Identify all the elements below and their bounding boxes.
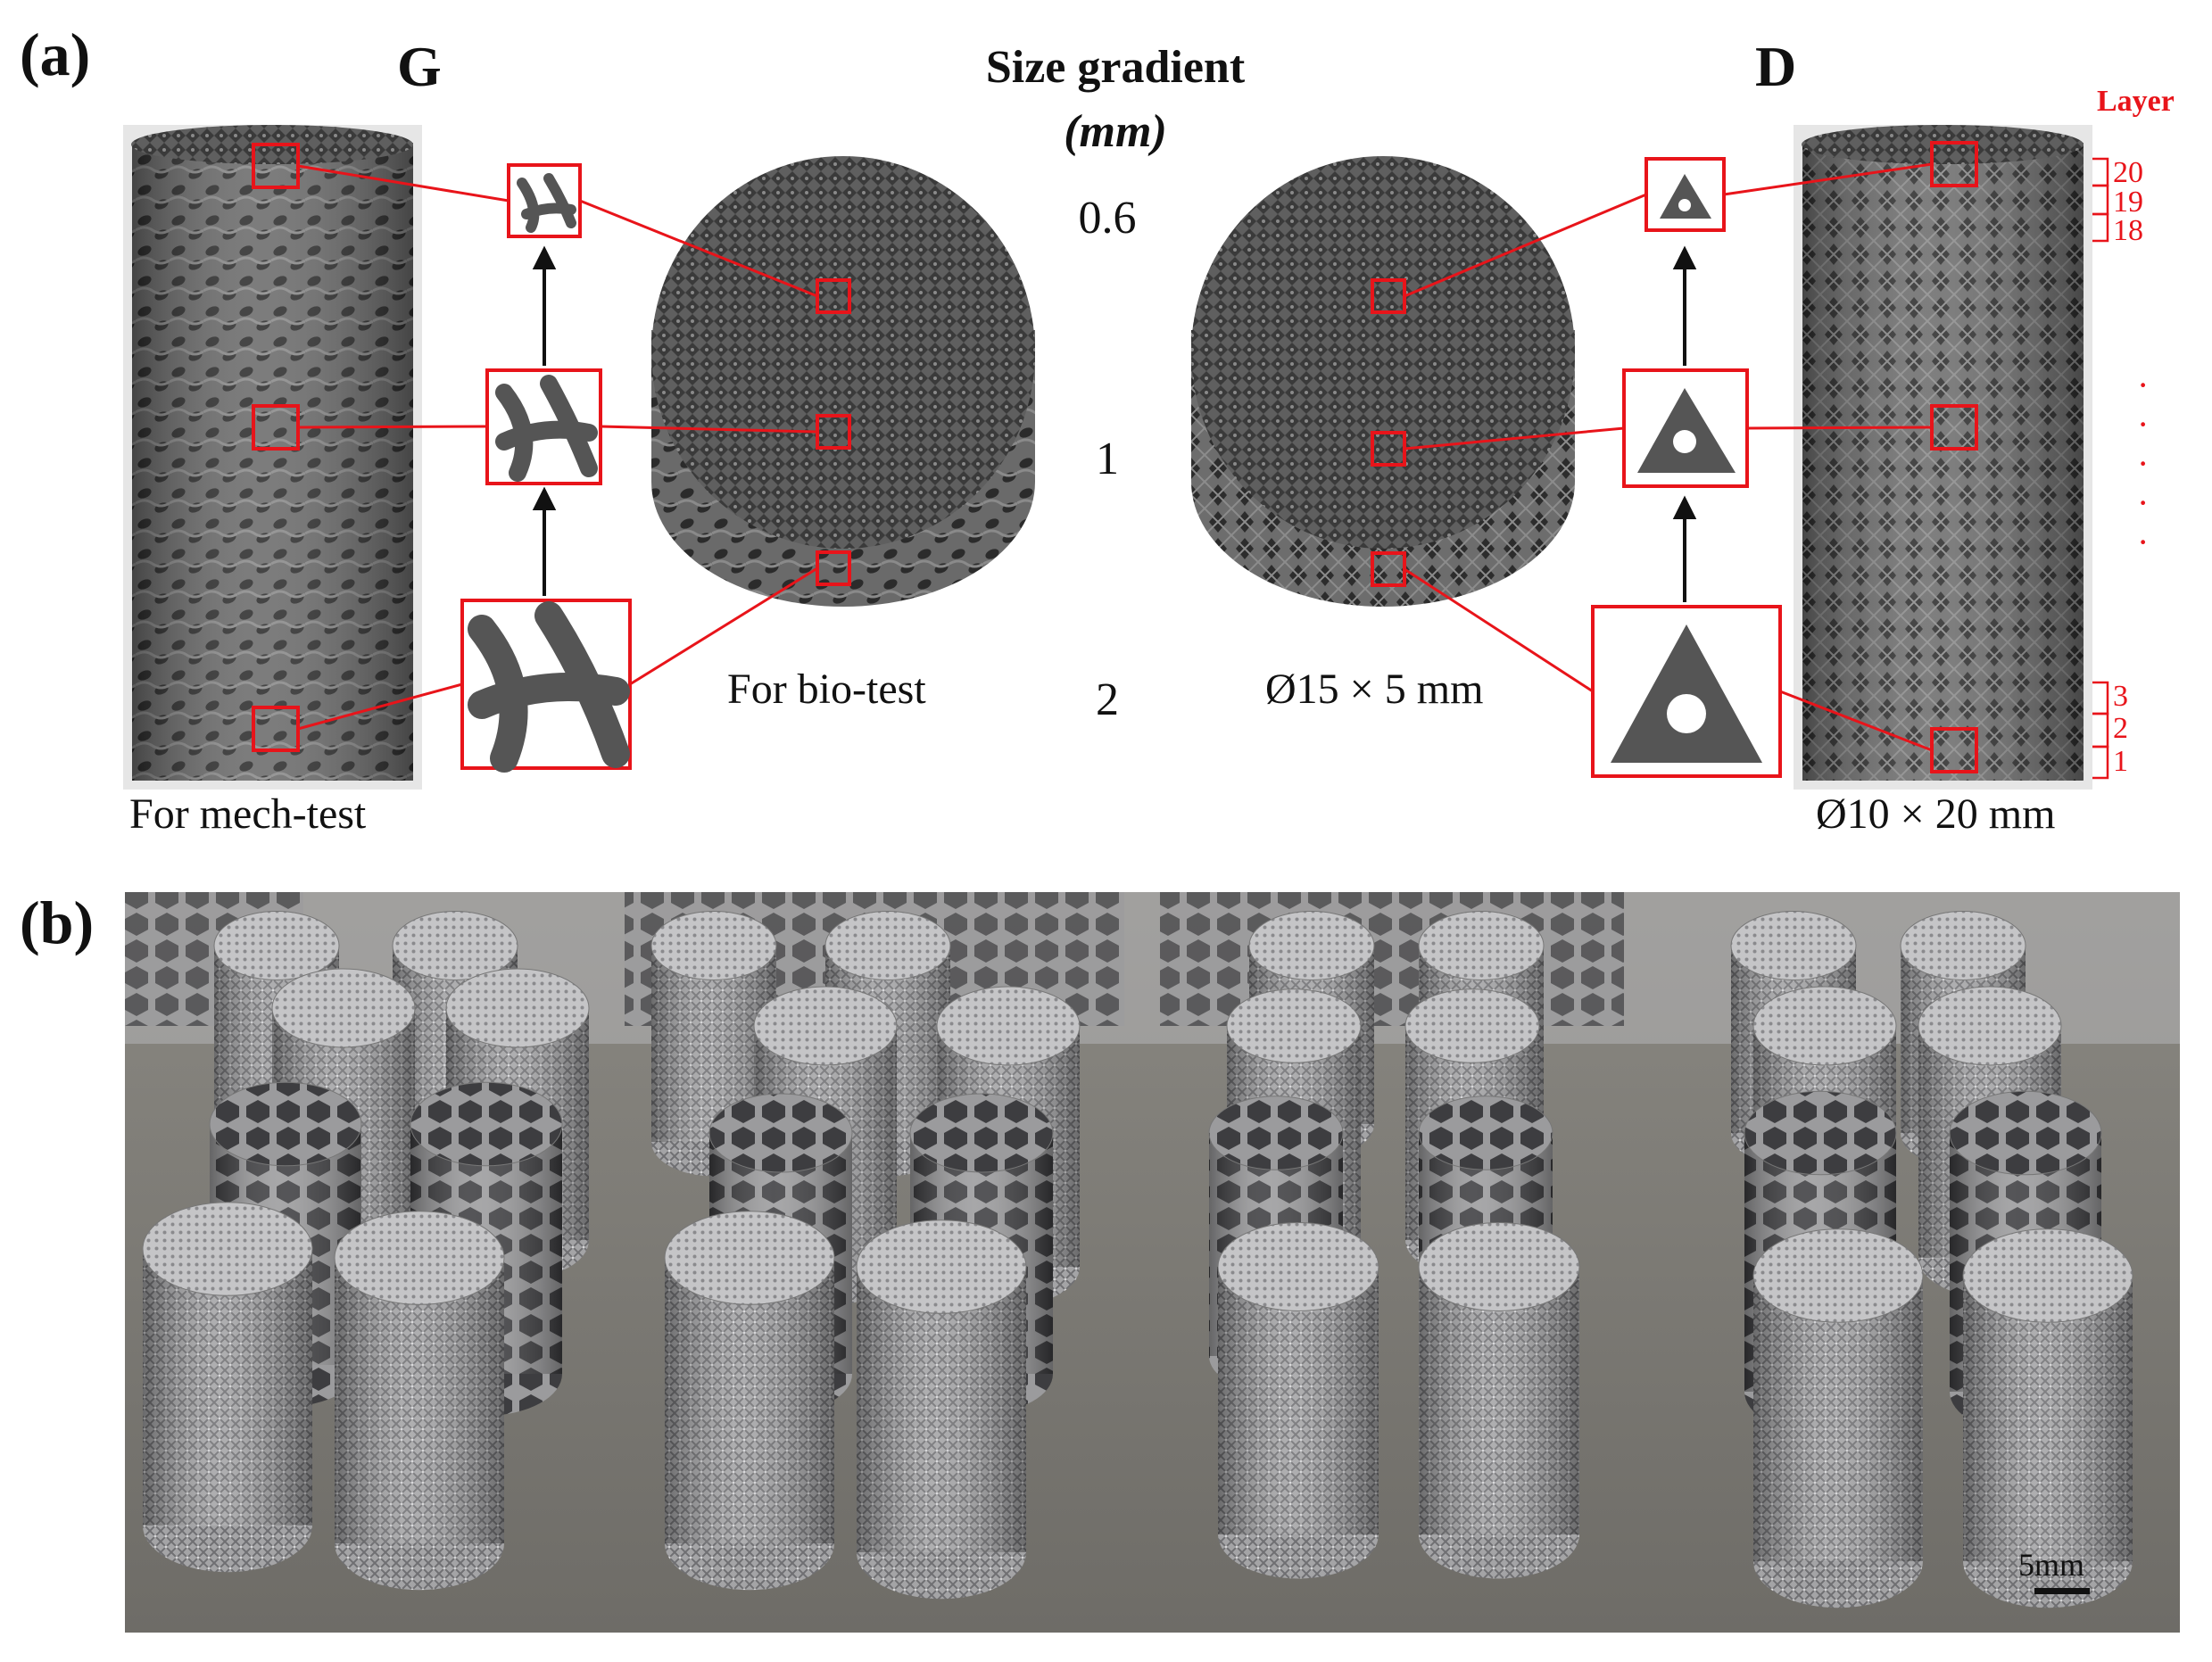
layer-19: 19: [2113, 186, 2143, 219]
size-value-middle: 1: [1096, 434, 1119, 484]
diamond-unit-cells: [1591, 157, 1782, 778]
gyroid-cylinder-model: [123, 125, 422, 790]
diamond-disk-model: [1191, 156, 1575, 607]
gyroid-disk-model: [651, 156, 1035, 607]
size-value-top: 0.6: [1078, 193, 1137, 244]
scale-bar: [2034, 1588, 2090, 1594]
diamond-cylinder-model: [1794, 125, 2092, 790]
layer-1: 1: [2113, 745, 2128, 778]
disk-dimensions: Ø15 × 5 mm: [1265, 666, 1484, 713]
diamond-type-label: D: [1755, 35, 1797, 98]
gradient-arrows: [532, 245, 1697, 602]
sample-cylinders: [142, 911, 2133, 1608]
layer-3: 3: [2113, 680, 2128, 713]
layer-20: 20: [2113, 156, 2143, 189]
panel-a-label: (a): [20, 21, 91, 88]
layer-2: 2: [2113, 712, 2128, 745]
size-gradient-title: Size gradient (mm): [937, 36, 1294, 164]
caption-bio-test: For bio-test: [727, 666, 926, 713]
connector-lines: [297, 162, 1933, 752]
caption-mech-test: For mech-test: [129, 790, 367, 838]
layer-ticks: [2092, 157, 2109, 780]
scale-bar-label: 5mm: [2018, 1547, 2085, 1583]
size-gradient-title-line1: Size gradient: [985, 42, 1246, 93]
layer-axis-title: Layer: [2097, 85, 2175, 118]
size-value-bottom: 2: [1096, 674, 1119, 725]
panel-b-label: (b): [20, 889, 95, 956]
cylinder-dimensions: Ø10 × 20 mm: [1816, 790, 2056, 838]
layer-ellipsis: ·····: [2137, 365, 2150, 562]
gyroid-type-label: G: [397, 35, 442, 98]
size-gradient-unit: (mm): [1064, 106, 1167, 157]
layer-18: 18: [2113, 214, 2143, 247]
